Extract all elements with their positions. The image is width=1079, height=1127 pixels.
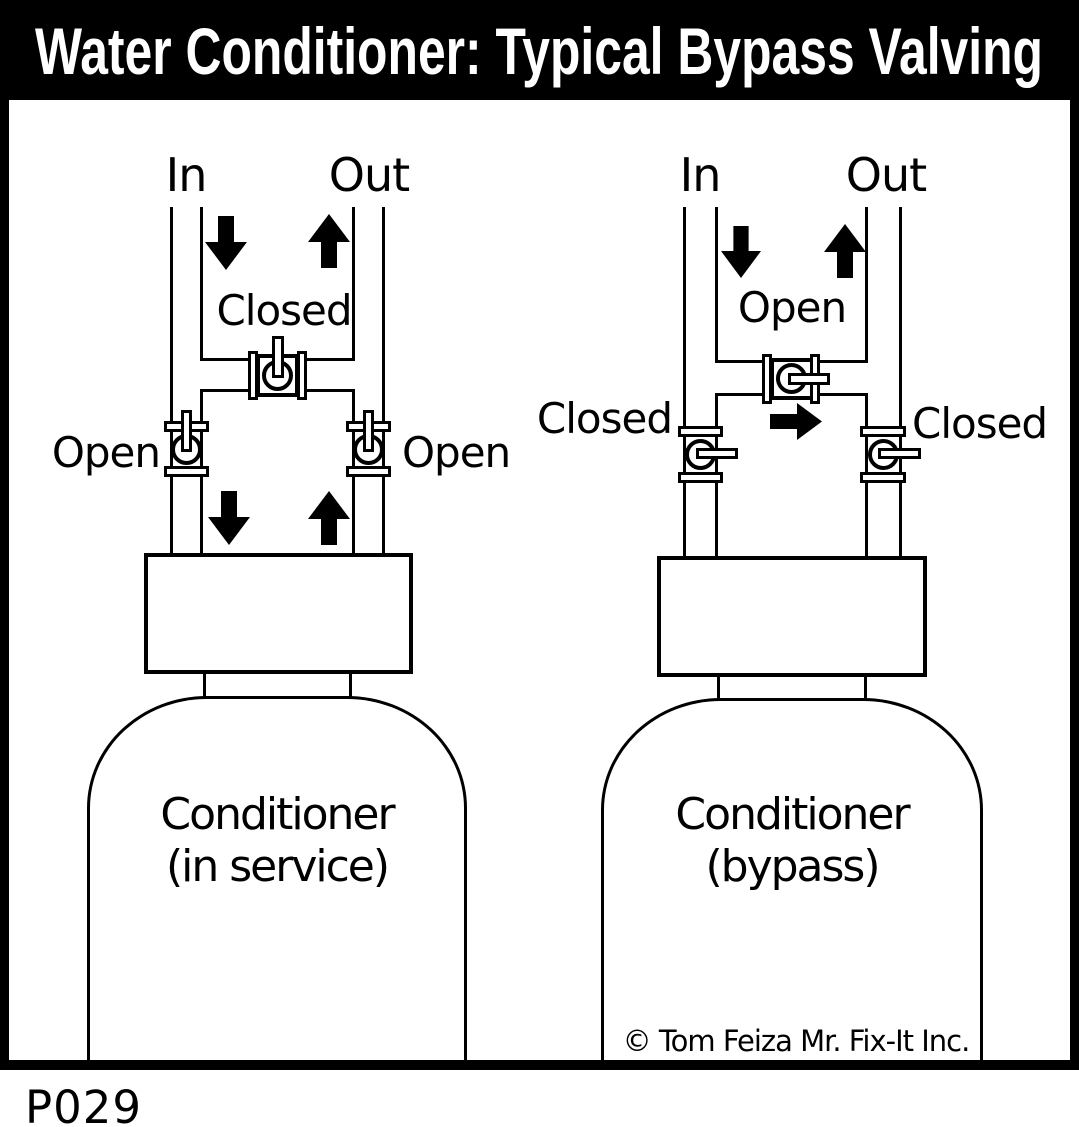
outlet-valve-flange xyxy=(860,472,906,483)
tank-neck xyxy=(203,674,352,699)
inlet-valve-stem xyxy=(696,448,738,459)
bypass-valve-flange xyxy=(762,354,772,404)
bypass-valve-flange xyxy=(248,351,258,400)
title-banner: Water Conditioner: Typical Bypass Valvin… xyxy=(0,0,1079,100)
tank-sublabel: (in service) xyxy=(165,841,390,892)
inlet-valve-flange xyxy=(678,426,723,437)
tank-sublabel: (bypass) xyxy=(705,841,880,892)
flow-down-arrow-icon xyxy=(205,216,247,270)
bypass-valve-state-label: Open xyxy=(737,283,847,332)
outlet-valve-flange xyxy=(860,426,906,437)
inlet-valve-flange xyxy=(164,466,209,477)
flow-up-arrow-icon xyxy=(824,224,866,278)
inlet-valve-flange xyxy=(678,472,723,483)
flow-right-arrow-icon xyxy=(770,403,822,440)
copyright-text: © Tom Feiza Mr. Fix-It Inc. xyxy=(622,1024,971,1058)
control-head xyxy=(144,553,413,674)
outlet-valve-stem xyxy=(363,410,374,452)
outlet-valve-stem xyxy=(878,448,921,459)
inlet-valve-stem xyxy=(181,410,192,452)
title-svg: Water Conditioner: Typical Bypass Valvin… xyxy=(35,14,1043,88)
control-head xyxy=(657,556,927,677)
page-title: Water Conditioner: Typical Bypass Valvin… xyxy=(35,14,1043,88)
out-label: Out xyxy=(328,148,410,202)
bypass-valve-flange xyxy=(297,351,307,400)
in-label: In xyxy=(165,148,208,202)
inlet-valve-state-label: Closed xyxy=(536,394,673,443)
figure-id: P029 xyxy=(25,1081,143,1127)
tank-label: Conditioner xyxy=(675,789,910,840)
tank-label: Conditioner xyxy=(160,789,395,840)
outlet-pipe xyxy=(865,207,902,556)
outlet-valve-flange xyxy=(346,466,391,477)
bypass-valve-stem xyxy=(788,373,830,385)
in-label: In xyxy=(679,148,722,202)
tank-neck xyxy=(717,677,867,701)
flow-up-arrow-icon xyxy=(308,214,350,268)
flow-up-arrow-icon xyxy=(308,491,350,545)
inlet-valve-state-label: Open xyxy=(51,428,161,477)
inlet-pipe xyxy=(683,207,718,556)
flow-down-arrow-icon xyxy=(721,226,761,278)
out-label: Out xyxy=(845,148,927,202)
outlet-valve-state-label: Closed xyxy=(912,399,1048,448)
bypass-valve-stem xyxy=(272,336,284,378)
bypass-valve-state-label: Closed xyxy=(216,286,352,335)
conditioner-tank xyxy=(601,698,983,1060)
outlet-valve-state-label: Open xyxy=(402,428,511,477)
conditioner-tank xyxy=(87,696,467,1060)
flow-down-arrow-icon xyxy=(208,491,250,545)
